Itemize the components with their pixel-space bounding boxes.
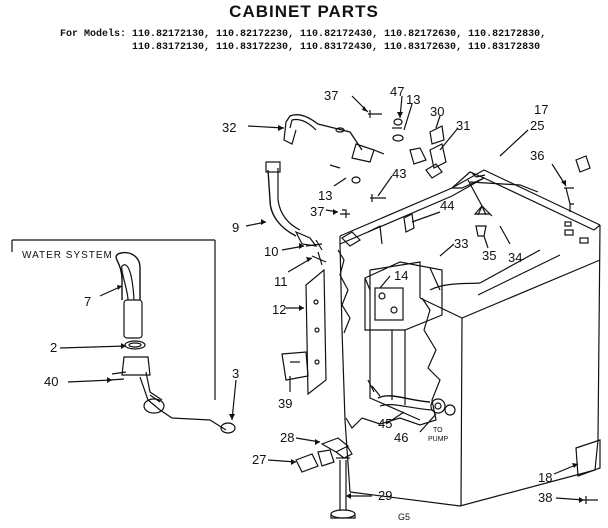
- hose-7: [115, 251, 141, 300]
- hose-45: [377, 395, 431, 403]
- models-prefix: For Models:: [60, 29, 127, 40]
- bracket-39: [281, 351, 309, 381]
- callout-18: 18: [538, 470, 552, 485]
- page-title: CABINET PARTS: [229, 2, 379, 21]
- callout-25: 25: [530, 118, 544, 133]
- callout-9: 9: [232, 220, 239, 235]
- callout-37b: 37: [310, 204, 324, 219]
- callout-37a: 37: [324, 88, 338, 103]
- water-system-label: WATER SYSTEM: [22, 250, 113, 261]
- plate-12: [305, 268, 327, 396]
- models-line-1: 110.82172130, 110.82172230, 110.82172430…: [132, 29, 547, 40]
- to-pump-label-2: PUMP: [428, 436, 449, 443]
- callout-36: 36: [530, 148, 544, 163]
- callout-43: 43: [392, 166, 406, 181]
- callout-14: 14: [394, 268, 408, 283]
- panel-18: [575, 439, 601, 477]
- to-pump-label-1: TO: [433, 427, 443, 434]
- callout-32: 32: [222, 120, 236, 135]
- callout-29: 29: [378, 488, 392, 503]
- callout-13a: 13: [406, 92, 420, 107]
- callout-17: 17: [534, 102, 548, 117]
- callout-11: 11: [274, 274, 288, 289]
- models-line-2: 110.83172130, 110.83172230, 110.83172430…: [132, 42, 541, 53]
- callout-12: 12: [272, 302, 286, 317]
- callout-39: 39: [278, 396, 292, 411]
- callout-47: 47: [390, 84, 404, 99]
- callout-40: 40: [44, 374, 58, 389]
- callout-2: 2: [50, 340, 57, 355]
- cabinet-left-edge: [339, 243, 351, 493]
- cabinet-bottom: [349, 469, 596, 507]
- water-system-box: [12, 239, 216, 400]
- callout-38: 38: [538, 490, 552, 505]
- callout-7: 7: [84, 294, 91, 309]
- callout-27: 27: [252, 452, 266, 467]
- callout-33: 33: [454, 236, 468, 251]
- callout-3: 3: [232, 366, 239, 381]
- callout-31: 31: [456, 118, 470, 133]
- callout-30: 30: [430, 104, 444, 119]
- valve-bracket: [364, 261, 443, 331]
- model-list: For Models: 110.82172130, 110.82172230, …: [60, 28, 608, 54]
- callout-28: 28: [280, 430, 294, 445]
- cabinet-right-edge: [460, 224, 601, 507]
- callout-44: 44: [440, 198, 454, 213]
- callout-13b: 13: [318, 188, 332, 203]
- callout-46: 46: [394, 430, 408, 445]
- leveling-leg-29: [339, 460, 347, 510]
- callout-35: 35: [482, 248, 496, 263]
- page-code: G5: [398, 512, 410, 522]
- callout-34: 34: [508, 250, 522, 265]
- wire-32: [285, 114, 363, 151]
- hose-9: [267, 169, 297, 237]
- callout-10: 10: [264, 244, 278, 259]
- callout-45: 45: [378, 416, 392, 431]
- cabinet-top-rim: [339, 169, 601, 237]
